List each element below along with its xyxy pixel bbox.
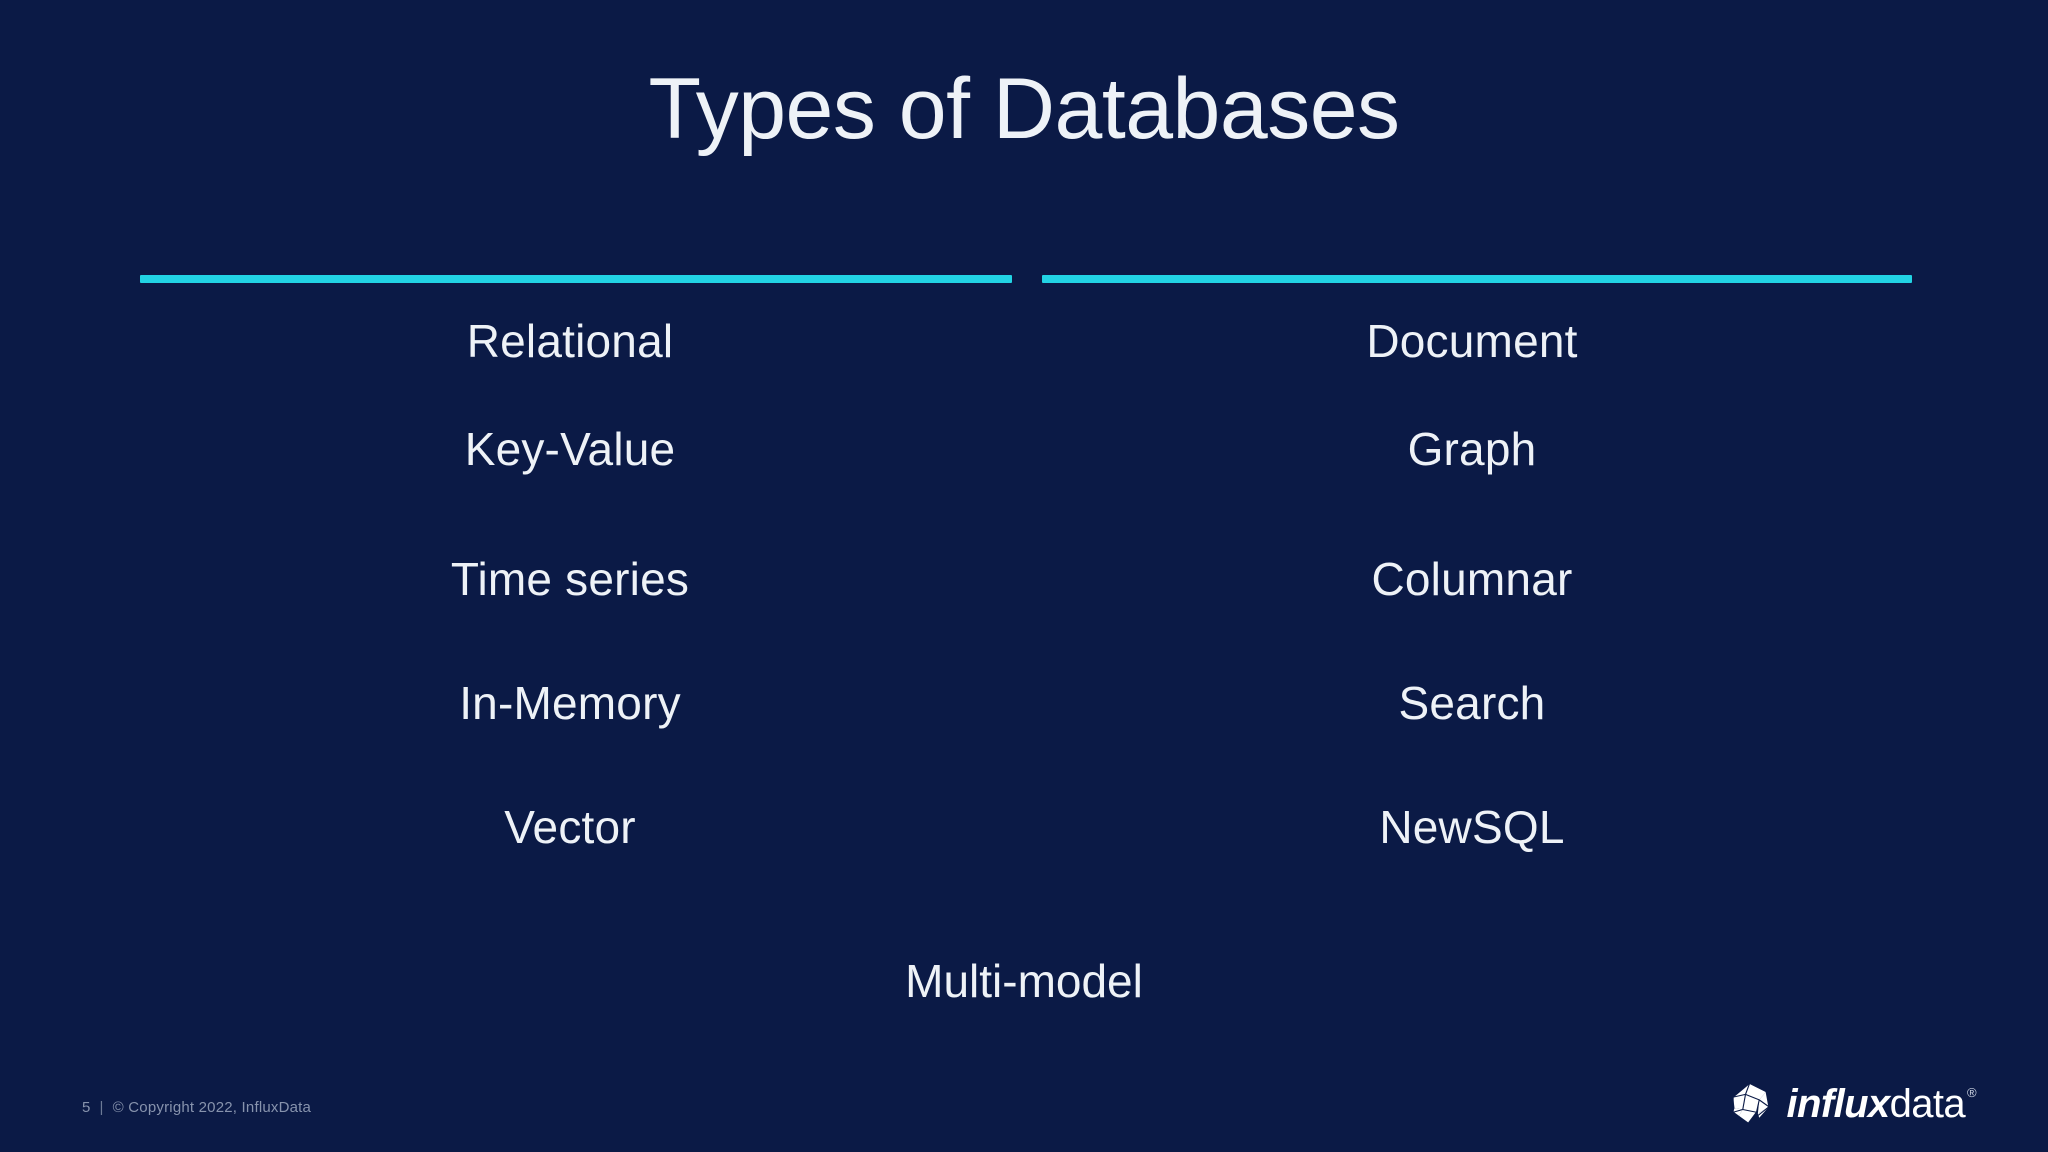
influxdata-wordmark: influx data ® [1787, 1084, 1977, 1124]
list-item: NewSQL [1379, 801, 1565, 853]
database-types-columns: Relational Key-Value Time series In-Memo… [0, 296, 2048, 916]
registered-trademark-icon: ® [1967, 1085, 1977, 1100]
column-right: Document Graph Columnar Search NewSQL [1032, 296, 1912, 850]
list-item: Time series [450, 553, 690, 605]
list-item: Vector [504, 801, 636, 853]
influxdata-logo: influx data ® [1729, 1082, 1977, 1126]
divider-rule-right [1042, 275, 1912, 283]
footer-copyright: 5 | © Copyright 2022, InfluxData [82, 1099, 311, 1116]
logo-word-data: data [1889, 1082, 1966, 1126]
list-item: Columnar [1371, 553, 1573, 605]
list-item: Search [1398, 677, 1546, 729]
list-item: Graph [1407, 423, 1537, 475]
column-left: Relational Key-Value Time series In-Memo… [130, 296, 1010, 850]
slide-number: 5 [82, 1099, 91, 1116]
footer-separator: | [99, 1099, 104, 1116]
copyright-text: © Copyright 2022, InfluxData [112, 1099, 312, 1116]
logo-word-influx: influx [1786, 1082, 1891, 1126]
list-item-multi-model: Multi-model [905, 955, 1143, 1007]
list-item: Document [1366, 315, 1578, 367]
divider-rule-left [140, 275, 1012, 283]
influx-polyhedron-icon [1732, 1082, 1769, 1124]
page-title: Types of Databases [648, 61, 1400, 157]
list-item: Relational [466, 315, 674, 367]
list-item: Key-Value [464, 423, 676, 475]
list-item: In-Memory [459, 677, 681, 729]
